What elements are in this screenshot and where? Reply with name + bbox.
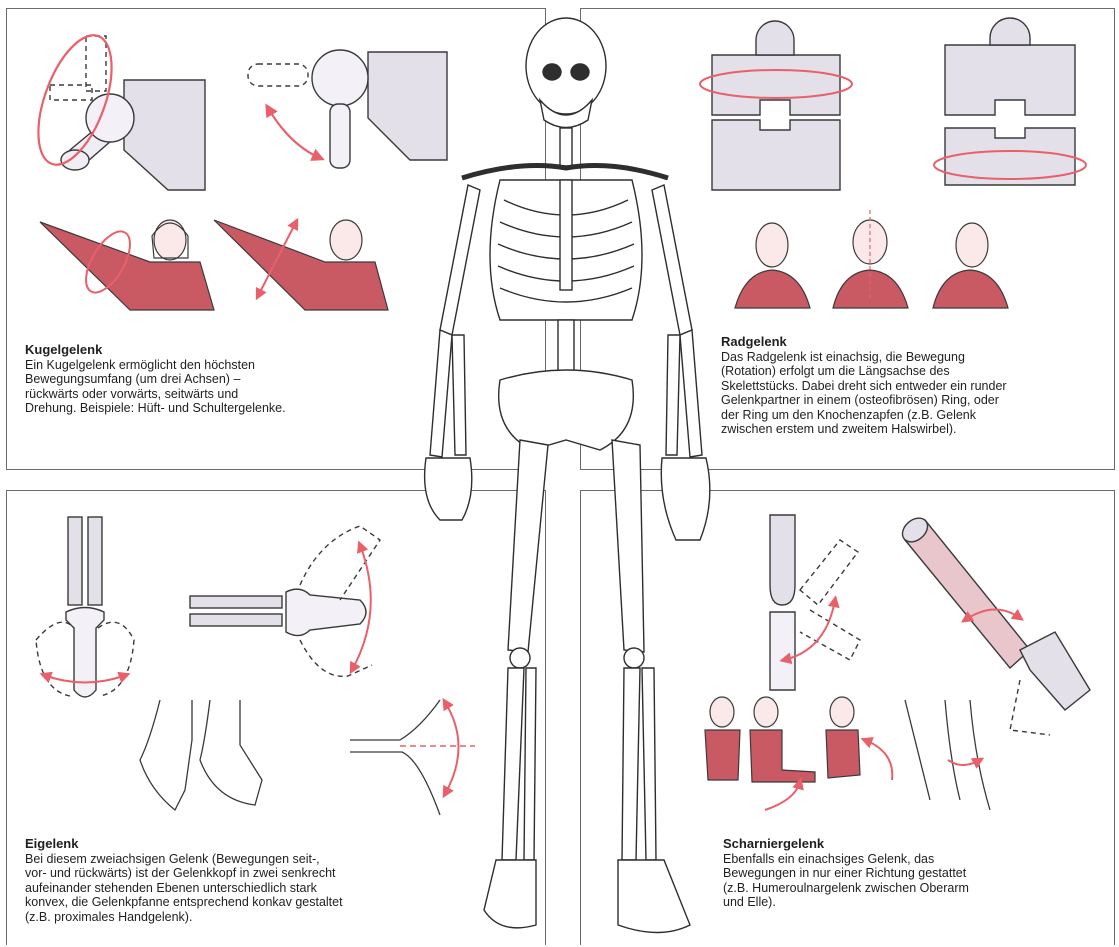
woman-elbow-bent-90-figure — [750, 697, 815, 782]
skull — [526, 18, 606, 114]
wrist-flexion-figure — [350, 700, 440, 815]
ellipsoid-joint-diagram-2 — [190, 526, 380, 676]
hands-figure — [140, 700, 262, 810]
swing-arrow-icon — [268, 108, 320, 158]
ball-joint-diagram-1 — [50, 36, 205, 190]
left-humerus — [440, 185, 480, 335]
pelvis — [499, 370, 634, 450]
skeleton-figure — [425, 18, 710, 933]
ellipsoid-joint-diagram-1 — [36, 517, 134, 697]
hinge-joint-diagram-2 — [898, 513, 1090, 735]
right-humerus — [652, 185, 692, 335]
left-hand — [425, 458, 472, 520]
woman-head-turn-left-figure — [735, 223, 810, 308]
swing-arrow-icon — [445, 702, 459, 794]
hinge-joint-diagram-1 — [770, 515, 860, 690]
woman-head-turn-right-figure — [933, 223, 1008, 308]
left-foot — [484, 860, 536, 928]
woman-elbow-extended-figure — [705, 697, 740, 780]
woman-elbow-flexed-figure — [826, 697, 860, 778]
forearm-figure — [905, 700, 990, 810]
right-hand — [661, 458, 710, 540]
swing-arrow-icon — [765, 782, 800, 810]
ball-joint-diagram-2 — [248, 50, 447, 168]
right-foot — [618, 860, 690, 933]
left-femur — [508, 440, 548, 652]
pivot-joint-block-2 — [945, 18, 1075, 185]
right-femur — [612, 440, 644, 652]
pivot-joint-block-1 — [712, 21, 840, 190]
woman-arm-raise-figure — [214, 220, 388, 310]
swing-arrow-icon — [865, 740, 892, 780]
